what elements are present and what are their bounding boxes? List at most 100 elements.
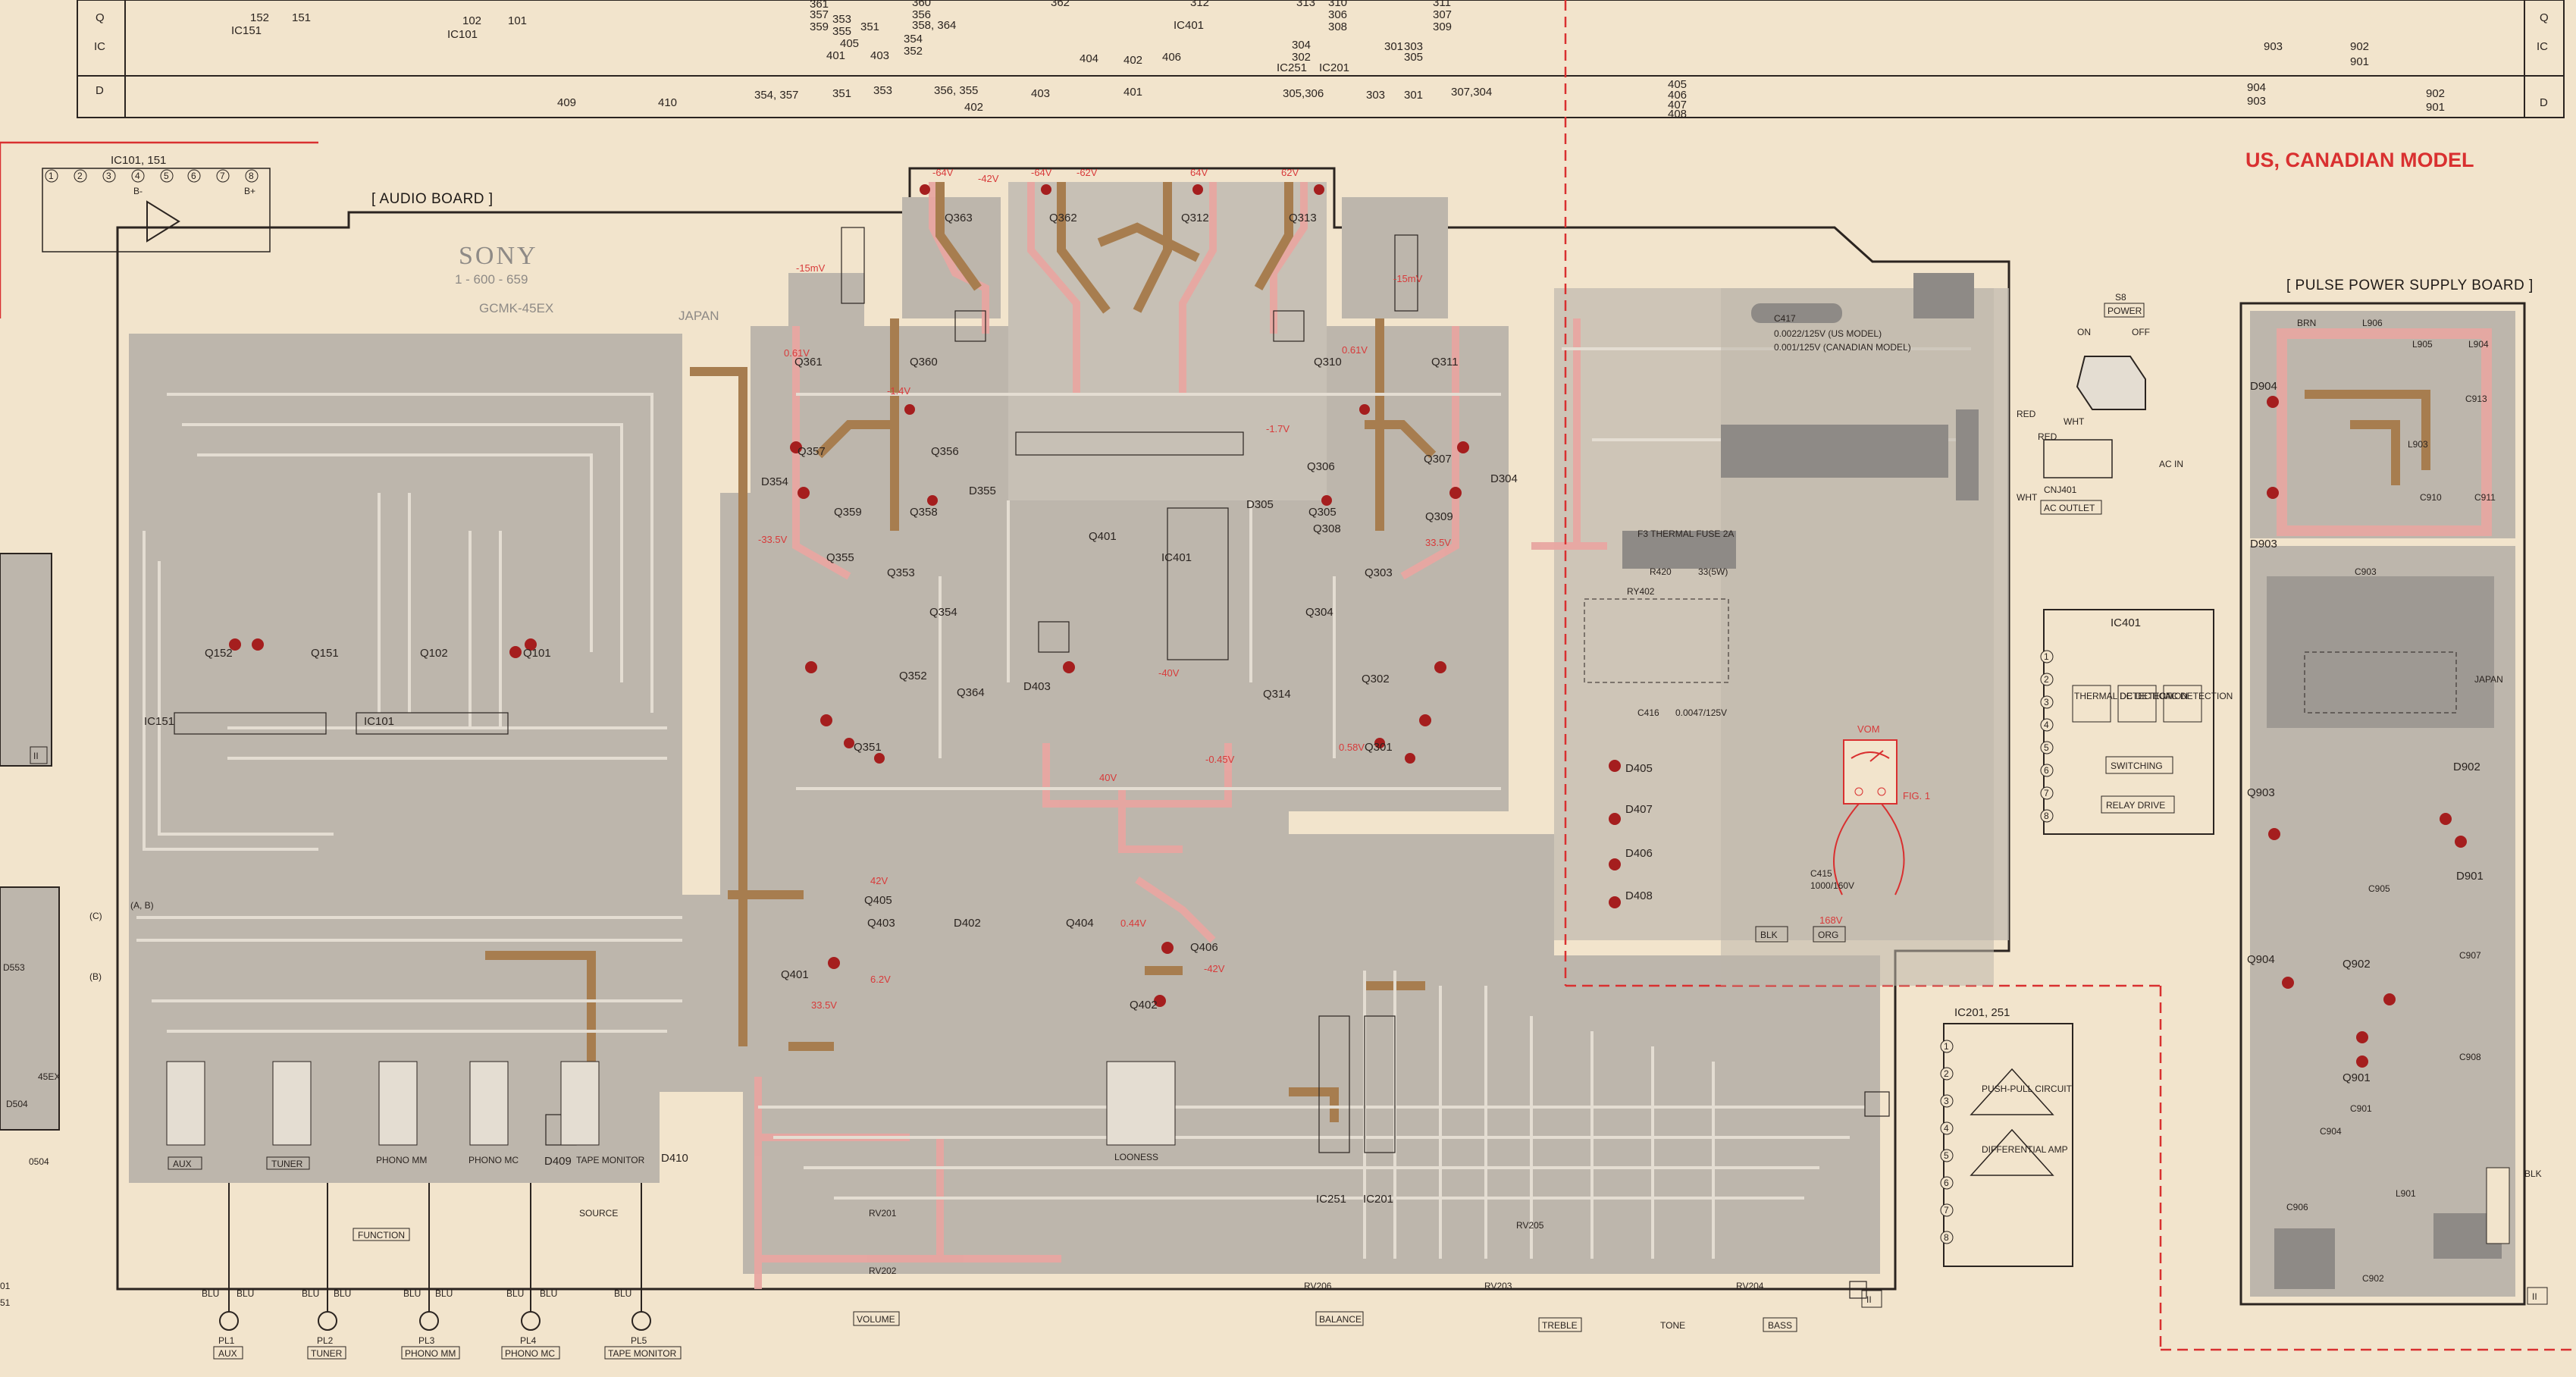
label-q352: Q352 bbox=[899, 670, 927, 682]
power-section: C417 0.0022/125V (US MODEL) 0.001/125V (… bbox=[1564, 0, 2576, 1351]
q-cell: 402 bbox=[1123, 54, 1142, 67]
power-switch-name: POWER bbox=[2107, 306, 2142, 316]
wire-label: WHT bbox=[2017, 492, 2038, 503]
pin-label: 3 bbox=[1944, 1096, 1949, 1106]
label-q306: Q306 bbox=[1307, 460, 1335, 473]
edge-mark: D553 bbox=[3, 962, 25, 973]
wire-color: BLU bbox=[334, 1288, 351, 1299]
ic201-pushpull: PUSH-PULL CIRCUIT bbox=[1982, 1084, 2073, 1094]
label-q406: Q406 bbox=[1190, 941, 1218, 954]
switch-on: ON bbox=[2077, 327, 2091, 337]
voltage-label: -33.5V bbox=[758, 534, 788, 545]
label-q363: Q363 bbox=[945, 212, 973, 224]
q-cell: 302 bbox=[1292, 51, 1311, 64]
power-switch-icon bbox=[2076, 356, 2146, 410]
label-q361: Q361 bbox=[794, 356, 823, 369]
plug-name: TAPE MONITOR bbox=[608, 1348, 677, 1359]
pulse-label: C910 bbox=[2420, 492, 2442, 503]
label-q353: Q353 bbox=[887, 566, 915, 579]
pulse-label: Q904 bbox=[2247, 953, 2275, 966]
q-cell: 353 bbox=[832, 13, 851, 26]
pulse-label: C901 bbox=[2350, 1103, 2372, 1114]
voltage-label: -64V bbox=[1031, 167, 1052, 178]
d-cell: 901 bbox=[2426, 101, 2445, 114]
ry402: RY402 bbox=[1627, 586, 1655, 597]
d-cell: 402 bbox=[964, 101, 983, 114]
thermal-fuse: F3 THERMAL FUSE 2A bbox=[1637, 529, 1734, 539]
q-cell: 406 bbox=[1162, 51, 1181, 64]
voltage-label: -42V bbox=[978, 173, 999, 184]
q-cell: 101 bbox=[508, 14, 527, 27]
label-q360: Q360 bbox=[910, 356, 938, 369]
label-q362: Q362 bbox=[1049, 212, 1077, 224]
switch-phono-mc: PHONO MC bbox=[469, 1155, 519, 1165]
label-d403: D403 bbox=[1023, 680, 1051, 693]
pulse-label: L903 bbox=[2408, 439, 2428, 450]
q-cell: 360 bbox=[912, 0, 931, 9]
voltage-label: 6.2V bbox=[870, 974, 891, 985]
switch-loudness: LOONESS bbox=[1114, 1152, 1158, 1162]
q-cell: 306 bbox=[1328, 8, 1347, 21]
label-ic151: IC151 bbox=[144, 715, 174, 728]
pin-label: 4 bbox=[2044, 720, 2049, 730]
label-q402: Q402 bbox=[1130, 999, 1158, 1012]
corner-mark: II bbox=[2532, 1291, 2537, 1302]
q-cell: 304 bbox=[1292, 39, 1311, 52]
q-cell: 307 bbox=[1433, 8, 1452, 21]
pulse-label: Q901 bbox=[2343, 1071, 2371, 1084]
edge-mark: 51 bbox=[0, 1297, 11, 1308]
label-q101: Q101 bbox=[523, 647, 551, 660]
d-cell: 401 bbox=[1123, 86, 1142, 99]
corner-mark-box bbox=[1861, 1290, 1882, 1308]
voltage-label: -0.45V bbox=[1205, 754, 1235, 765]
edge-mark: 0504 bbox=[29, 1156, 49, 1167]
vom-label: VOM bbox=[1857, 723, 1880, 735]
d-cell: 407 bbox=[1668, 99, 1687, 111]
power-switch-ref: S8 bbox=[2115, 292, 2126, 303]
pulse-board: US, CANADIAN MODEL [ PULSE POWER SUPPLY … bbox=[2239, 149, 2542, 1306]
pulse-label: L904 bbox=[2468, 339, 2489, 350]
label-q310: Q310 bbox=[1314, 356, 1342, 369]
voltage-label: -42V bbox=[1204, 963, 1225, 974]
pin-label: 8 bbox=[1944, 1232, 1949, 1243]
label-d304: D304 bbox=[1490, 472, 1518, 485]
label-q152: Q152 bbox=[205, 647, 233, 660]
voltage-label: 64V bbox=[1190, 167, 1208, 178]
label-ic251: IC251 bbox=[1316, 1193, 1346, 1206]
pot-rv205: RV205 bbox=[1516, 1220, 1544, 1231]
q-cell: 354 bbox=[904, 33, 923, 45]
ic201-pins: 1 2 3 4 5 6 7 8 bbox=[1940, 1040, 1954, 1244]
label-q351: Q351 bbox=[854, 741, 882, 754]
d-cell: 305,306 bbox=[1283, 87, 1324, 100]
d-cell: 356, 355 bbox=[934, 84, 978, 97]
switch-function: FUNCTION bbox=[358, 1230, 405, 1241]
pulse-label: L905 bbox=[2412, 339, 2433, 350]
c415: C415 bbox=[1810, 868, 1832, 879]
q-cell: 903 bbox=[2264, 40, 2283, 53]
pulse-board-title: [ PULSE POWER SUPPLY BOARD ] bbox=[2286, 278, 2534, 293]
switch-off: OFF bbox=[2132, 327, 2150, 337]
d-cell: 403 bbox=[1031, 87, 1050, 100]
label-q355: Q355 bbox=[826, 551, 854, 564]
label-q358: Q358 bbox=[910, 506, 938, 519]
pulse-label: C906 bbox=[2286, 1202, 2308, 1212]
pin-label: 2 bbox=[1944, 1068, 1949, 1079]
japan-mark: JAPAN bbox=[678, 309, 719, 323]
ic401-title: IC401 bbox=[2111, 616, 2141, 629]
edge-mark: (C) bbox=[89, 911, 102, 921]
row-label-ic-right: IC bbox=[2537, 40, 2548, 53]
pot-rv202: RV202 bbox=[869, 1266, 897, 1276]
label-q312: Q312 bbox=[1181, 212, 1209, 224]
q-cell: 310 bbox=[1328, 0, 1347, 9]
voltage-label: 33.5V bbox=[811, 999, 837, 1011]
label-q401b: Q401 bbox=[1089, 530, 1117, 543]
diode-d407: D407 bbox=[1625, 803, 1653, 816]
d-cell: 902 bbox=[2426, 87, 2445, 100]
label-q309: Q309 bbox=[1425, 510, 1453, 523]
pulse-label: L906 bbox=[2362, 318, 2383, 328]
q-cell: 305 bbox=[1404, 51, 1423, 64]
wire-color: BLU bbox=[237, 1288, 254, 1299]
pulse-label: BLK bbox=[2524, 1168, 2542, 1179]
label-q405: Q405 bbox=[864, 894, 892, 907]
